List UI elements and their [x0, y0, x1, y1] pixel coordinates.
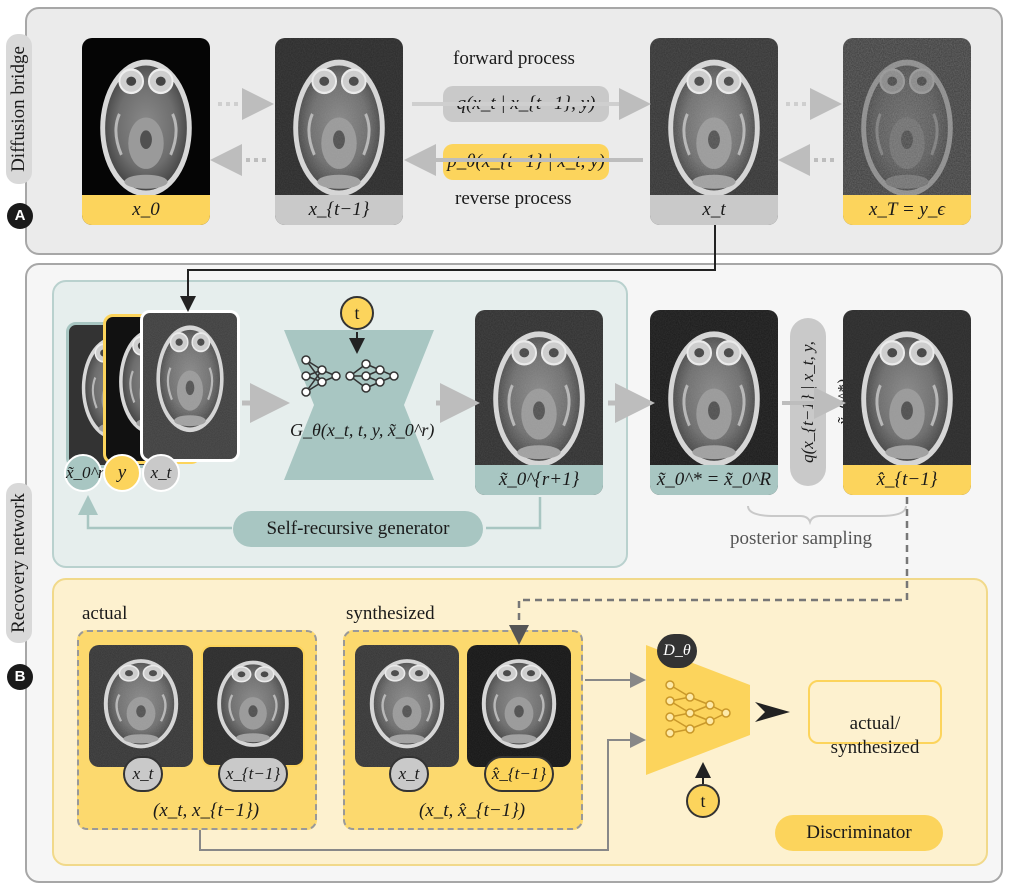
generator-function: G_θ(x_t, t, y, x̃_0^r)	[290, 420, 435, 440]
posterior-equation: q(x_{t−1} | x_t, y, x̃_0^*)	[790, 318, 853, 486]
forward-equation: q(x_t | x_{t−1}, y)	[443, 86, 609, 122]
caption-x0: x_0	[82, 195, 210, 225]
caption-x-hat-t-minus-1: x̂_{t−1}	[843, 465, 971, 495]
actual-token-xt-minus-1: x_{t−1}	[218, 756, 288, 792]
input-token-x0r: x̃_0^r	[64, 454, 104, 492]
image-x0-star: x̃_0^* = x̃_0^R	[650, 310, 778, 495]
caption-x-t-minus-1: x_{t−1}	[275, 195, 403, 225]
discriminator-time-token: t	[686, 784, 720, 818]
caption-x0-star: x̃_0^* = x̃_0^R	[650, 465, 778, 495]
forward-process-label: forward process	[453, 48, 575, 69]
actual-token-xt: x_t	[123, 756, 163, 792]
generator-time-token: t	[340, 296, 374, 330]
panel-b-badge: B	[7, 664, 33, 690]
image-x0: x_0	[82, 38, 210, 225]
synth-token-xt: x_t	[389, 756, 429, 792]
actual-label: actual	[82, 603, 128, 624]
synth-tuple: (x_t, x̂_{t−1})	[419, 800, 526, 821]
image-x-T: x_T = y_ϵ	[843, 38, 971, 225]
input-image-xt	[140, 310, 240, 462]
synth-image-x-hat-t-minus-1	[467, 645, 571, 767]
caption-x-T: x_T = y_ϵ	[843, 195, 971, 225]
image-x-hat-t-minus-1: x̂_{t−1}	[843, 310, 971, 495]
input-token-y: y	[103, 454, 141, 492]
image-x-t-minus-1: x_{t−1}	[275, 38, 403, 225]
self-recursive-generator-label: Self-recursive generator	[233, 511, 483, 547]
synthesized-label: synthesized	[346, 603, 435, 624]
discriminator-shape	[646, 645, 750, 775]
panel-b-title: Recovery network	[6, 483, 32, 643]
synth-image-xt	[355, 645, 459, 767]
panel-a-badge: A	[7, 203, 33, 229]
actual-image-xt	[89, 645, 193, 767]
actual-tuple: (x_t, x_{t−1})	[153, 800, 260, 821]
generator-shape	[284, 330, 434, 480]
image-x0-r-plus-1: x̃_0^{r+1}	[475, 310, 603, 495]
input-token-xt: x_t	[142, 454, 180, 492]
panel-a-title: Diffusion bridge	[6, 34, 32, 184]
actual-image-xt-minus-1	[201, 645, 305, 767]
discriminator-label: Discriminator	[775, 815, 943, 851]
discriminator-symbol: D_θ	[657, 634, 697, 668]
synth-token-x-hat-t-minus-1: x̂_{t−1}	[484, 756, 554, 792]
caption-x-t: x_t	[650, 195, 778, 225]
reverse-equation: p_θ(x_{t−1} | x_t, y)	[443, 144, 609, 180]
reverse-process-label: reverse process	[455, 188, 572, 209]
discriminator-output: actual/ synthesized	[808, 680, 942, 758]
caption-x0-r-plus-1: x̃_0^{r+1}	[475, 465, 603, 495]
posterior-sampling-label: posterior sampling	[730, 528, 872, 549]
image-x-t: x_t	[650, 38, 778, 225]
